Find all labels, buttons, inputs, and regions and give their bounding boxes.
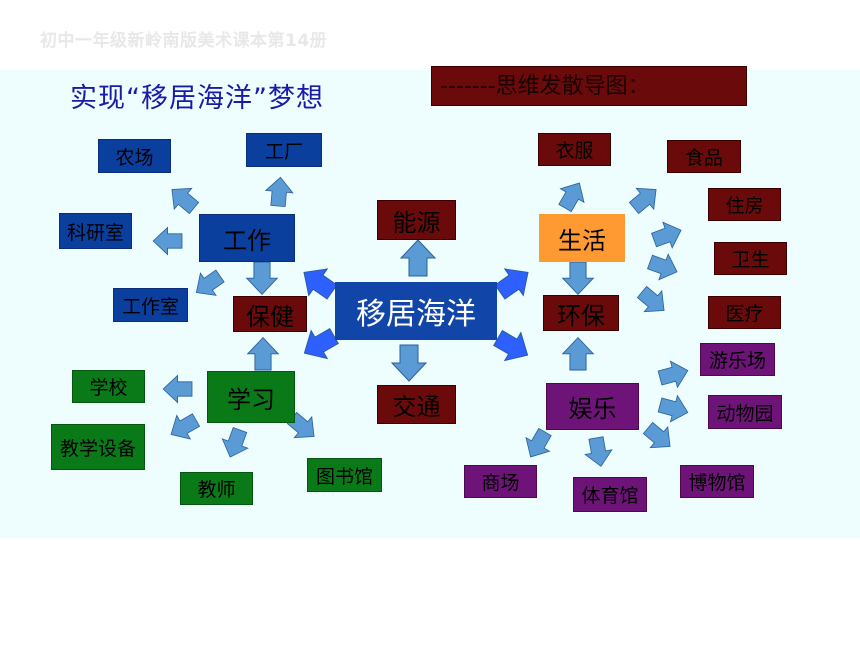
arrow-life-clothes <box>552 175 592 216</box>
arrow-fun-env <box>562 337 594 371</box>
node-env: 环保 <box>543 295 619 331</box>
node-hygiene: 卫生 <box>714 242 787 275</box>
arrow-life-housing <box>648 216 687 254</box>
subtitle-box: -------思维发散导图： <box>431 66 747 106</box>
arrow-work-lab <box>152 226 183 256</box>
node-work: 工作 <box>199 214 295 262</box>
center-node: 移居海洋 <box>335 282 497 340</box>
watermark-text: 初中一年级新岭南版美术课本第14册 <box>40 31 328 51</box>
arrow-center-life <box>490 258 538 306</box>
node-energy: 能源 <box>377 200 456 240</box>
node-study: 学习 <box>207 371 295 423</box>
node-farm: 农场 <box>98 139 171 173</box>
arrow-work-studio <box>188 264 229 305</box>
node-transport: 交通 <box>377 385 456 424</box>
arrow-life-medical <box>632 281 674 322</box>
node-gym: 体育馆 <box>573 477 647 512</box>
node-clothes: 衣服 <box>538 133 611 166</box>
arrow-center-transport <box>391 344 427 382</box>
node-school: 学校 <box>72 370 145 403</box>
node-museum: 博物馆 <box>680 465 754 498</box>
node-lab: 科研室 <box>59 213 132 249</box>
arrow-study-teacher <box>216 424 254 463</box>
node-equipment: 教学设备 <box>51 424 145 470</box>
node-food: 食品 <box>667 140 741 173</box>
node-park: 游乐场 <box>700 343 775 376</box>
arrow-work-farm <box>162 178 204 219</box>
node-factory: 工厂 <box>246 133 322 167</box>
node-zoo: 动物园 <box>708 395 782 429</box>
arrow-center-energy <box>400 239 436 277</box>
arrow-fun-museum <box>638 417 680 458</box>
arrow-study-equipment <box>163 407 204 447</box>
arrow-life-food <box>624 178 666 219</box>
node-life: 生活 <box>539 214 625 262</box>
node-library: 图书馆 <box>307 458 382 492</box>
arrow-fun-mall <box>518 424 558 465</box>
node-fun: 娱乐 <box>546 383 639 430</box>
node-teacher: 教师 <box>180 472 253 505</box>
arrow-fun-zoo <box>656 391 692 426</box>
arrow-fun-gym <box>582 435 615 470</box>
arrow-study-health <box>247 337 279 371</box>
arrow-work-factory <box>264 175 295 208</box>
node-medical: 医疗 <box>708 296 781 329</box>
node-housing: 住房 <box>708 188 781 221</box>
arrow-life-hygiene <box>644 248 683 286</box>
arrow-life-env <box>562 261 594 295</box>
node-mall: 商场 <box>464 465 537 498</box>
arrow-fun-park <box>656 357 692 392</box>
arrow-work-health <box>246 261 278 295</box>
arrow-study-school <box>162 374 193 404</box>
node-health: 保健 <box>233 296 307 332</box>
node-studio: 工作室 <box>113 288 188 322</box>
page-title: 实现“移居海洋”梦想 <box>70 83 324 114</box>
